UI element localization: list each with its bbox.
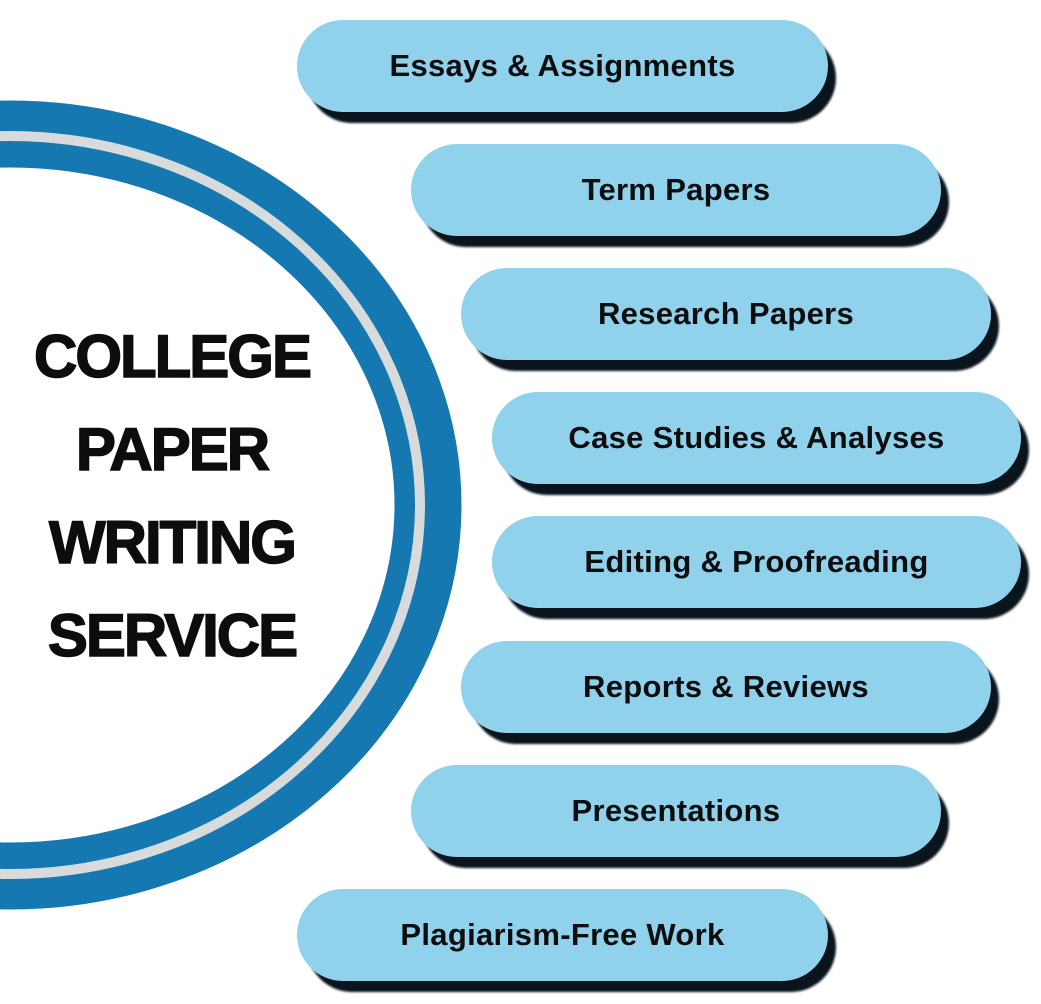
service-pill-case-studies-analyses: Case Studies & Analyses <box>492 392 1021 484</box>
title-line-3: WRITING <box>48 508 297 577</box>
title-line-2: PAPER <box>75 415 271 484</box>
service-pill-research-papers: Research Papers <box>461 268 991 360</box>
service-pill-plagiarism-free-work: Plagiarism-Free Work <box>297 889 828 981</box>
service-pill-label: Research Papers <box>597 296 855 331</box>
service-pill-label: Plagiarism-Free Work <box>400 917 725 952</box>
service-pill-label: Term Papers <box>581 172 771 207</box>
service-pill-term-papers: Term Papers <box>411 144 941 236</box>
service-pill-editing-proofreading: Editing & Proofreading <box>492 516 1021 608</box>
service-pill-label: Editing & Proofreading <box>584 544 929 579</box>
service-pill-essays-assignments: Essays & Assignments <box>297 20 828 112</box>
title-line-4: SERVICE <box>47 601 299 670</box>
service-pill-label: Presentations <box>571 793 781 828</box>
service-pill-presentations: Presentations <box>411 765 941 857</box>
title-line-1: COLLEGE <box>33 322 313 391</box>
service-pill-label: Case Studies & Analyses <box>568 420 945 455</box>
service-pill-reports-reviews: Reports & Reviews <box>461 641 991 733</box>
page-title: COLLEGE PAPER WRITING SERVICE <box>0 310 344 682</box>
service-pill-label: Essays & Assignments <box>389 48 736 83</box>
service-pill-label: Reports & Reviews <box>583 669 869 704</box>
